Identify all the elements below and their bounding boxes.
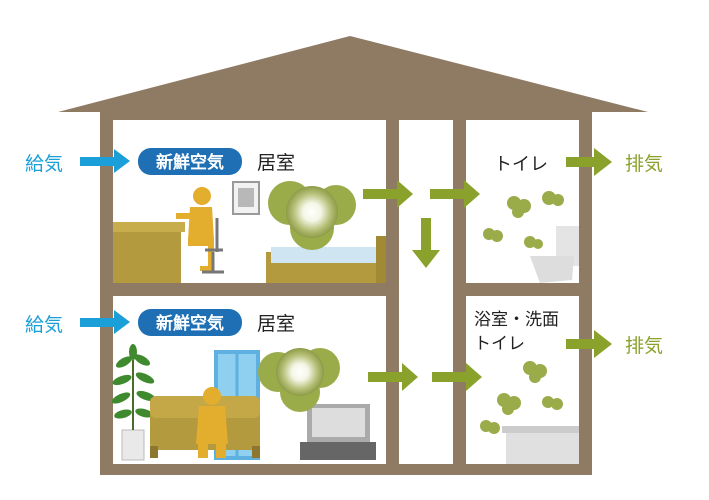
odor-cloud-upper-living [268, 181, 356, 250]
supply-label-upper: 給気 [25, 153, 63, 175]
television [300, 404, 376, 460]
fresh-air-label-upper: 新鮮空気 [156, 152, 224, 173]
room-stairwell [399, 120, 453, 464]
wall-picture [232, 181, 260, 215]
exhaust-arrow-upper [566, 148, 612, 176]
supply-arrow-upper [80, 149, 130, 173]
fresh-air-badge-lower [138, 309, 242, 336]
bath-label-line1: 浴室・洗面 [474, 310, 559, 330]
bed [266, 236, 386, 283]
odor-cloud-lower-living [258, 348, 340, 412]
desk [113, 222, 185, 283]
toilet-fixture [530, 226, 579, 283]
plant [111, 344, 156, 461]
roof [58, 36, 648, 112]
supply-label-lower: 給気 [25, 314, 63, 336]
odor-blobs-bath [480, 361, 563, 434]
flow-arrow-upper-to-stair [363, 180, 413, 208]
supply-arrow-lower [80, 310, 130, 334]
chair [202, 218, 224, 274]
exhaust-label-upper: 排気 [625, 153, 663, 175]
flow-arrow-lower-to-stair [368, 363, 418, 391]
bathtub [502, 426, 579, 464]
exhaust-arrow-lower [566, 330, 612, 358]
toilet-label: トイレ [494, 154, 548, 175]
living-room-label-upper: 居室 [257, 152, 295, 174]
flow-arrow-down [412, 218, 440, 268]
fresh-air-label-lower: 新鮮空気 [156, 313, 224, 334]
flow-arrow-stair-to-bath [432, 363, 482, 391]
odor-blobs-toilet [483, 191, 564, 249]
bath-label-line2: トイレ [474, 334, 525, 354]
person-at-desk [176, 187, 214, 271]
living-room-label-lower: 居室 [257, 313, 295, 335]
person-on-sofa [196, 387, 228, 458]
exhaust-label-lower: 排気 [625, 335, 663, 357]
fresh-air-badge-upper [138, 148, 242, 175]
flow-arrow-stair-to-toilet [430, 180, 480, 208]
